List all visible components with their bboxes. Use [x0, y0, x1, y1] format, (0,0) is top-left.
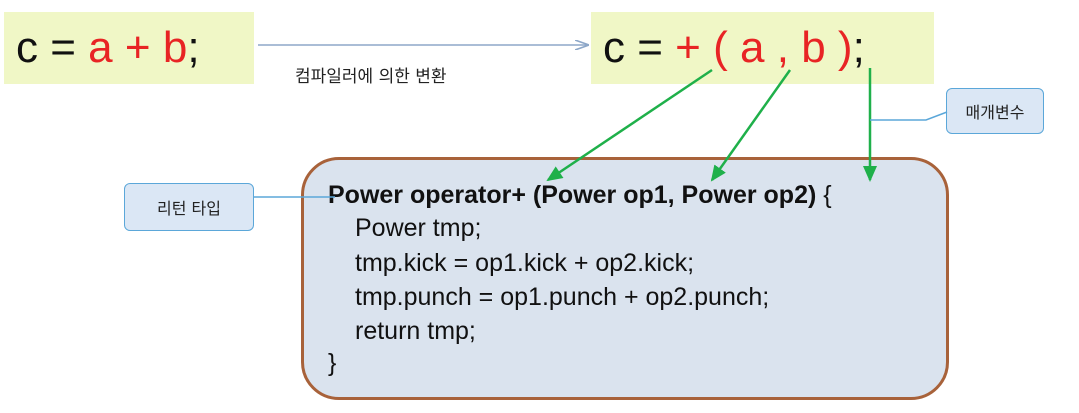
expr-b: b [162, 23, 188, 72]
operator-function-box [301, 157, 949, 400]
conv-equals: = [637, 23, 663, 72]
parameter-callout: 매개변수 [946, 88, 1044, 134]
expr-equals: = [50, 23, 76, 72]
expr-c: c [16, 23, 38, 72]
signature-brace: { [816, 181, 832, 209]
compile-conversion-label: 컴파일러에 의한 변환 [295, 67, 447, 87]
conv-b: b [801, 23, 826, 72]
conv-semicolon: ; [852, 23, 865, 72]
return-type-callout: 리턴 타입 [124, 183, 254, 231]
conv-a: a [740, 23, 765, 72]
arrow-a-to-op1 [710, 69, 792, 182]
code-line-1: Power tmp; [355, 214, 482, 242]
code-line-2: tmp.kick = op1.kick + op2.kick; [355, 249, 695, 277]
param-callout-pointer [870, 111, 948, 121]
source-expression: c = a + b; [4, 12, 254, 84]
parameter-callout-label: 매개변수 [965, 103, 1025, 122]
return-type-callout-label: 리턴 타입 [157, 199, 221, 218]
conv-comma: , [776, 23, 789, 72]
converted-expression: c = + ( a , b ); [591, 12, 934, 84]
code-line-4: return tmp; [355, 317, 476, 345]
expr-semicolon: ; [187, 23, 200, 72]
expr-a: a [88, 23, 113, 72]
conv-c: c [603, 23, 625, 72]
signature-text: Power operator+ (Power op1, Power op2) [328, 181, 817, 209]
conv-rparen: ) [837, 23, 853, 72]
function-signature: Power operator+ (Power op1, Power op2) { [328, 181, 832, 210]
expr-plus: + [124, 23, 151, 72]
conv-plus: + [675, 23, 701, 72]
closing-brace: } [328, 349, 337, 377]
arrow-plus-to-operator [546, 68, 713, 182]
conv-lparen: ( [713, 23, 728, 72]
code-line-3: tmp.punch = op1.punch + op2.punch; [355, 283, 770, 311]
